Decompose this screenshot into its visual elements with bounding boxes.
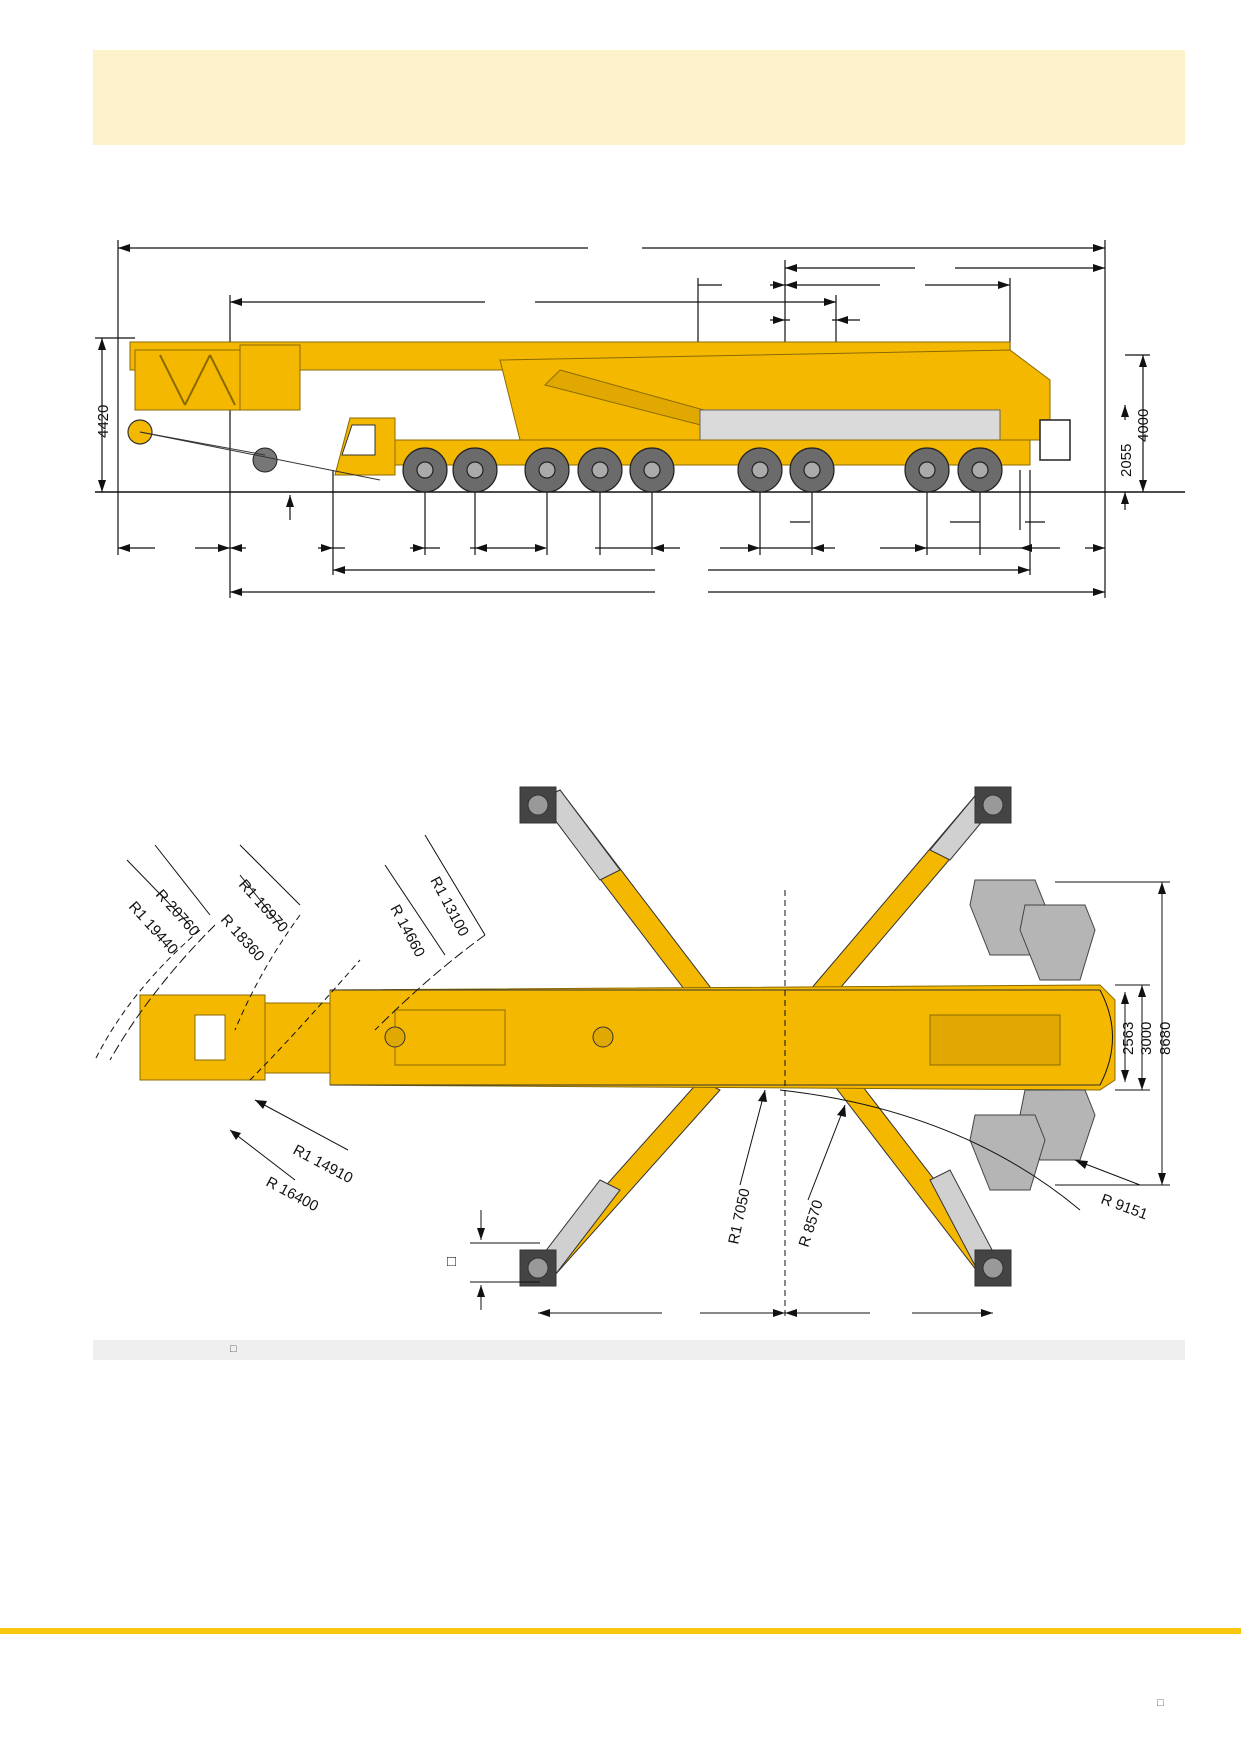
width-label-3000: 3000 <box>1138 1022 1155 1055</box>
radius-label-18360: R 18360 <box>217 911 268 965</box>
dim-label-left-height: 4420 <box>95 405 112 438</box>
width-label-2563: 2563 <box>1120 1022 1137 1055</box>
side-view <box>95 240 1185 598</box>
radius-label-8570: R 8570 <box>796 1198 827 1249</box>
radius-label-7050: R1 7050 <box>725 1187 753 1246</box>
radius-label-13100: R1 13100 <box>426 874 472 939</box>
footer-rule <box>0 1628 1241 1634</box>
radius-label-14660: R 14660 <box>386 902 428 960</box>
outrigger-offset-glyph: □ <box>447 1253 457 1270</box>
width-label-8680: 8680 <box>1157 1022 1174 1055</box>
top-view-dims <box>94 834 1170 1320</box>
wheels <box>402 447 1003 493</box>
dim-label-right-low: 2055 <box>1118 444 1135 477</box>
page-number: □ <box>1157 1697 1164 1709</box>
radius-label-16400: R 16400 <box>263 1174 321 1216</box>
header-banner <box>93 50 1185 145</box>
top-view-body <box>139 984 1116 1091</box>
dim-label-right-high: 4000 <box>1135 409 1152 442</box>
radius-label-9151: R 9151 <box>1099 1191 1150 1224</box>
caption-bar <box>93 1340 1185 1360</box>
top-view-outriggers <box>519 786 1012 1287</box>
crane-side-body <box>127 341 1071 481</box>
caption-glyph: □ <box>230 1343 237 1355</box>
